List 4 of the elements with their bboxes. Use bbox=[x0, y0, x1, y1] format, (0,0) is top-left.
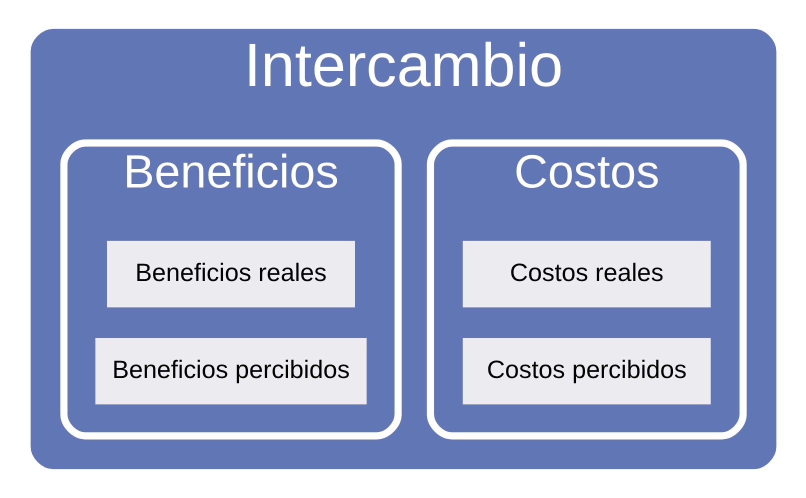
node-box: Beneficios reales bbox=[106, 240, 354, 308]
node-box: Costos reales bbox=[462, 240, 710, 308]
node-box: Costos percibidos bbox=[462, 338, 710, 404]
node-box: Beneficios percibidos bbox=[94, 338, 366, 404]
